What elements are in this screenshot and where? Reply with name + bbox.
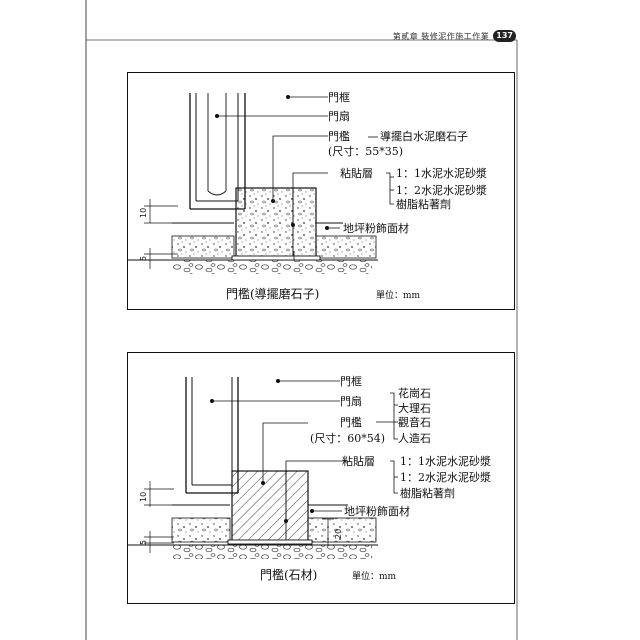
threshold-block <box>231 187 321 261</box>
label-stone-marble: 大理石 <box>398 401 431 415</box>
door-frame-shape <box>185 377 239 494</box>
label-floor-finish: 地坪粉飾面材 <box>344 504 410 518</box>
figure2-caption: 門檻(石材) <box>260 567 317 582</box>
label-door-frame: 門框 <box>340 375 362 388</box>
dim-5: 5 <box>139 540 148 545</box>
figure1-caption: 門檻(導擺磨石子) <box>226 286 319 301</box>
label-threshold-material: 導擺白水泥磨石子 <box>380 129 468 143</box>
label-stone-granite: 花崗石 <box>398 387 431 400</box>
label-door-leaf: 門扇 <box>340 394 362 408</box>
threshold-stone-block <box>227 470 313 545</box>
figure1-unit: 單位：mm <box>376 289 421 301</box>
label-threshold: 門檻 <box>328 129 350 143</box>
label-bond-3: 樹脂粘著劑 <box>396 197 451 211</box>
dim-10: 10 <box>139 492 148 502</box>
label-bond-1: 1：1水泥水泥砂漿 <box>396 166 487 180</box>
ground-gravel <box>128 544 378 559</box>
dim-5: 5 <box>139 256 148 261</box>
label-stone-artificial: 人造石 <box>398 431 431 445</box>
label-threshold: 門檻 <box>340 415 362 429</box>
dimension-marks <box>144 199 178 269</box>
label-bonding-layer: 粘貼層 <box>340 166 373 180</box>
label-stone-guanyin: 觀音石 <box>398 415 431 429</box>
page-number: 137 <box>493 30 516 42</box>
label-bond-1: 1：1水泥水泥砂漿 <box>400 454 491 468</box>
label-door-leaf: 門扇 <box>328 109 350 123</box>
label-bond-3: 樹脂粘著劑 <box>400 486 455 500</box>
leader-lines <box>210 379 398 523</box>
chapter-title: 第貳章 裝修泥作施工作業 <box>392 31 490 41</box>
label-door-frame: 門框 <box>328 91 350 104</box>
figure2-unit: 單位：mm <box>352 570 397 582</box>
label-size: (尺寸：55*35) <box>328 144 403 158</box>
dimension-marks <box>144 481 334 553</box>
floor-finish-slab <box>171 504 377 543</box>
floor-finish-slab <box>171 222 377 259</box>
figure2-drawing: 10 5 20 門框 門扇 門檻 (尺寸：60*54) 花崗石 大理石 觀音石 <box>128 375 491 582</box>
label-bond-2: 1：2水泥水泥砂漿 <box>400 470 491 484</box>
label-floor-finish: 地坪粉飾面材 <box>343 221 409 235</box>
page-header: 第貳章 裝修泥作施工作業 137 <box>393 30 516 42</box>
leader-lines <box>215 95 394 260</box>
figure-threshold-terrazzo: 10 5 門框 門扇 門檻 導擺白水泥磨石子 (尺寸：55*35) 粘貼層 1：… <box>127 72 515 310</box>
label-bonding-layer: 粘貼層 <box>342 454 375 468</box>
figure1-drawing: 10 5 門框 門扇 門檻 導擺白水泥磨石子 (尺寸：55*35) 粘貼層 1：… <box>128 91 487 301</box>
ground-gravel <box>128 259 378 274</box>
label-bond-2: 1：2水泥水泥砂漿 <box>396 183 487 197</box>
label-size: (尺寸：60*54) <box>310 431 385 445</box>
figure-threshold-stone: 10 5 20 門框 門扇 門檻 (尺寸：60*54) 花崗石 大理石 觀音石 <box>127 352 515 604</box>
dim-10: 10 <box>139 208 148 218</box>
dim-20: 20 <box>334 529 343 539</box>
